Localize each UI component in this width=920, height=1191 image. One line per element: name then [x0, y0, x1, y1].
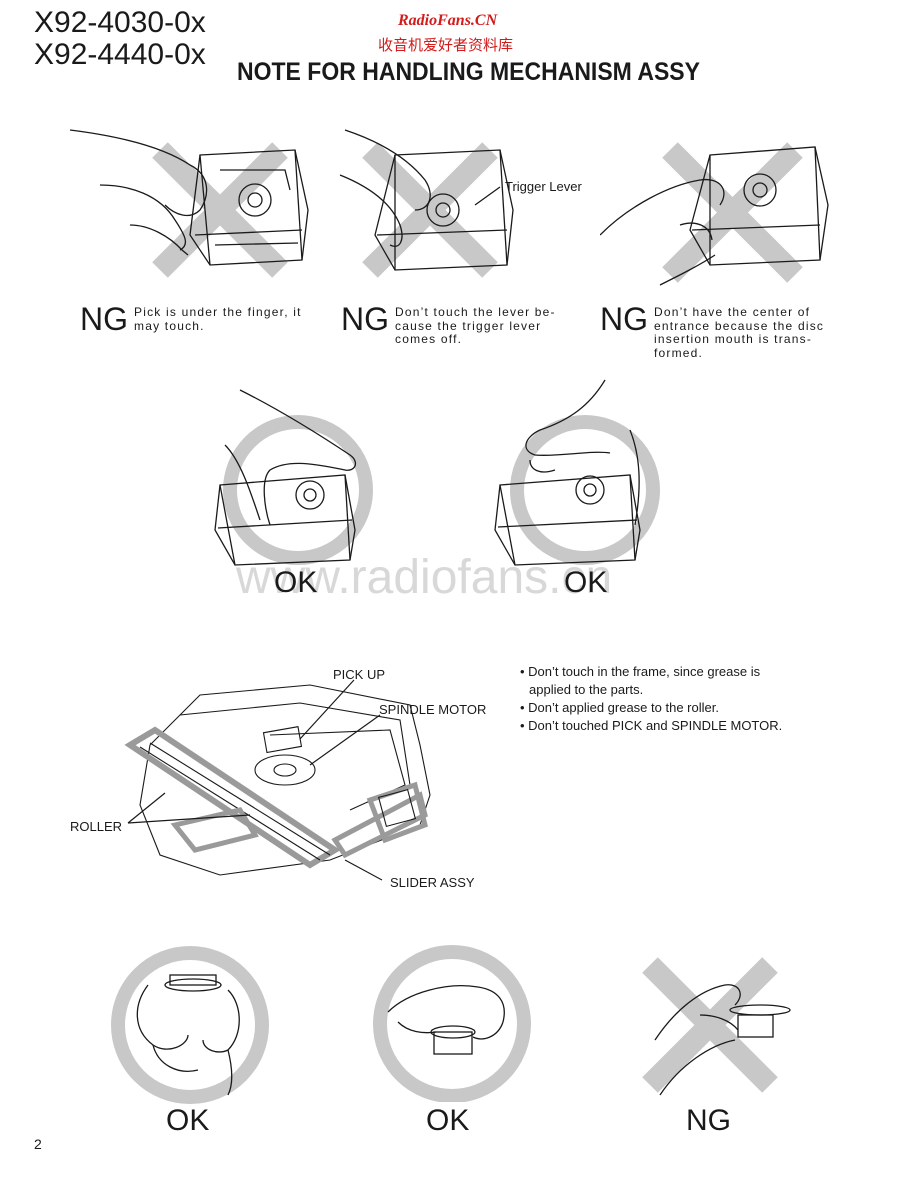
- ng-text-1-line-1: Pick is under the finger, it: [134, 305, 302, 319]
- ng-text-3-line-4: formed.: [654, 345, 704, 360]
- site-name: RadioFans.CN: [398, 12, 498, 29]
- ng-label-2: NG: [341, 301, 389, 337]
- ng-label-3: NG: [600, 301, 648, 337]
- ng-text-3-line-1: Don’t have the center of: [654, 305, 811, 319]
- ok-illustration-1: [214, 389, 373, 566]
- ng-text-2-line-1: Don’t touch the lever be-: [395, 305, 556, 319]
- motor-ok-illustration-2: [373, 945, 531, 1102]
- ng-text-2-line-3: comes off.: [395, 332, 463, 346]
- ng-text-2-line-2: cause the trigger lever: [395, 318, 542, 333]
- ng-illustration-1: [70, 129, 309, 278]
- page-number: 2: [34, 1136, 42, 1152]
- roller-label: ROLLER: [70, 819, 123, 834]
- motor-ng-illustration: [642, 957, 791, 1096]
- motor-ok-label-2: OK: [426, 1104, 470, 1137]
- watermark: www.radiofans.cn: [236, 551, 613, 604]
- handling-notes: • Don’t touch in the frame, since grease…: [520, 663, 782, 735]
- ng-text-3: Don’t have the center of entrance becaus…: [654, 305, 826, 360]
- site-subtitle: 收音机爱好者资料库: [378, 36, 514, 54]
- model-number-2: X92-4440-0x: [34, 38, 206, 71]
- motor-ng-label: NG: [686, 1104, 731, 1137]
- ng-illustration-3: [600, 142, 829, 286]
- motor-ok-label-1: OK: [166, 1104, 210, 1137]
- note-1-cont: applied to the parts.: [529, 682, 644, 697]
- note-3: • Don’t touched PICK and SPINDLE MOTOR.: [520, 718, 783, 733]
- ok-label-1: OK: [274, 566, 318, 599]
- slider-assy-label: SLIDER ASSY: [390, 875, 475, 890]
- ok-illustration-2: [494, 379, 660, 566]
- mechanism-parts-diagram: [124, 679, 431, 881]
- ng-text-2: Don’t touch the lever be- cause the trig…: [395, 305, 567, 347]
- note-2: • Don’t applied grease to the roller.: [520, 700, 719, 715]
- ng-text-1-line-2: may touch.: [134, 318, 205, 333]
- note-1: • Don’t touch in the frame, since grease…: [520, 664, 761, 679]
- pick-up-label: PICK UP: [333, 667, 386, 682]
- ng-text-3-line-2: entrance because the disc: [654, 318, 825, 333]
- spindle-motor-label: SPINDLE MOTOR: [379, 702, 487, 717]
- ng-text-1: Pick is under the finger, it may touch.: [134, 305, 306, 333]
- ng-text-3-line-3: insertion mouth is trans-: [654, 332, 813, 346]
- motor-ok-illustration-1: [111, 946, 269, 1104]
- ok-label-2: OK: [564, 566, 608, 599]
- trigger-lever-callout: Trigger Lever: [505, 179, 582, 194]
- page-title: NOTE FOR HANDLING MECHANISM ASSY: [237, 58, 700, 86]
- model-number-1: X92-4030-0x: [34, 6, 206, 39]
- ng-label-1: NG: [80, 301, 128, 337]
- ng-illustration-2: [339, 129, 514, 278]
